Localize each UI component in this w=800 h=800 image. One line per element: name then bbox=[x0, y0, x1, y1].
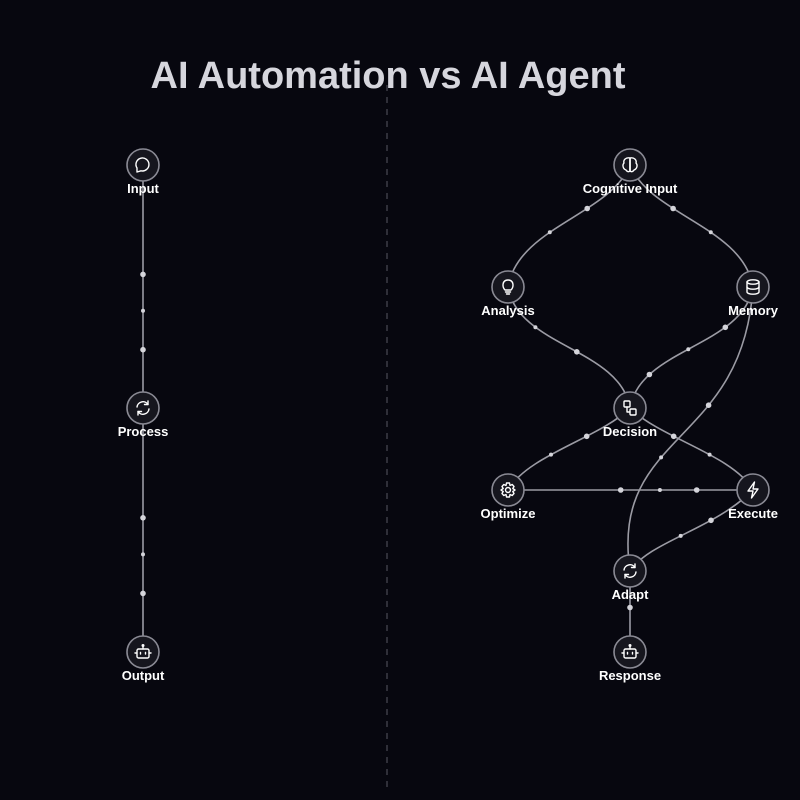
flow-dot bbox=[693, 487, 700, 493]
flow-dot bbox=[670, 433, 677, 440]
robot-icon bbox=[134, 643, 152, 659]
chat-bubble-icon bbox=[135, 157, 150, 173]
node-label: Analysis bbox=[481, 303, 534, 318]
flow-dot bbox=[141, 552, 145, 557]
node-input: Input bbox=[126, 148, 160, 196]
node-label: Response bbox=[599, 668, 661, 683]
flow-dot bbox=[141, 308, 145, 313]
edge-cognitive-input-to-analysis bbox=[507, 164, 631, 288]
flow-dot bbox=[584, 205, 590, 212]
node-circle bbox=[613, 391, 647, 425]
flow-dot bbox=[657, 488, 662, 492]
node-label: Memory bbox=[728, 303, 779, 318]
flow-dot bbox=[140, 590, 146, 597]
flow-dot bbox=[583, 433, 590, 440]
node-label: Adapt bbox=[612, 587, 650, 602]
flow-dot bbox=[140, 346, 146, 353]
edge-cognitive-input-to-memory bbox=[629, 164, 754, 288]
lightbulb-icon bbox=[502, 279, 514, 295]
edge-memory-to-adapt bbox=[627, 286, 754, 572]
node-adapt: Adapt bbox=[612, 554, 650, 602]
node-label: Process bbox=[118, 424, 169, 439]
flow-dot bbox=[722, 324, 729, 331]
node-circle bbox=[613, 635, 647, 669]
brain-icon bbox=[622, 157, 638, 173]
flow-dot bbox=[140, 515, 146, 521]
node-label: Input bbox=[127, 181, 159, 196]
node-response: Response bbox=[599, 635, 661, 683]
node-memory: Memory bbox=[728, 270, 779, 318]
node-label: Execute bbox=[728, 506, 778, 521]
node-decision: Decision bbox=[603, 391, 657, 439]
node-circle bbox=[126, 391, 160, 425]
flow-dot bbox=[646, 371, 653, 378]
flow-dot bbox=[707, 452, 712, 457]
edge-memory-to-decision bbox=[629, 286, 754, 409]
edge-decision-to-optimize bbox=[507, 407, 631, 491]
node-label: Optimize bbox=[481, 506, 536, 521]
node-circle bbox=[736, 270, 770, 304]
node-circle bbox=[491, 473, 525, 507]
decision-blocks-icon bbox=[623, 400, 637, 416]
node-process: Process bbox=[118, 391, 169, 439]
flow-dots-layer bbox=[140, 205, 729, 611]
node-label: Cognitive Input bbox=[583, 181, 678, 196]
node-circle bbox=[613, 554, 647, 588]
robot-icon bbox=[621, 643, 639, 659]
node-analysis: Analysis bbox=[481, 270, 535, 318]
flow-dot bbox=[686, 347, 691, 352]
node-cognitive-input: Cognitive Input bbox=[583, 148, 678, 196]
edge-analysis-to-decision bbox=[507, 286, 631, 409]
node-label: Output bbox=[122, 668, 165, 683]
gear-icon bbox=[500, 482, 516, 498]
flow-dot bbox=[617, 487, 624, 493]
node-execute: Execute bbox=[728, 473, 778, 521]
flow-dot bbox=[659, 455, 664, 460]
flow-dot bbox=[140, 271, 146, 278]
flow-dot bbox=[705, 402, 712, 409]
flow-dot bbox=[708, 517, 714, 524]
node-optimize: Optimize bbox=[481, 473, 536, 521]
database-icon bbox=[746, 279, 760, 295]
flow-dot bbox=[670, 205, 676, 212]
lightning-icon bbox=[747, 481, 759, 499]
node-circle bbox=[126, 635, 160, 669]
node-circle bbox=[491, 270, 525, 304]
edge-execute-to-adapt bbox=[629, 489, 754, 572]
flow-dot bbox=[549, 452, 553, 457]
flow-dot bbox=[547, 230, 552, 235]
flow-dot bbox=[533, 325, 538, 330]
edge-decision-to-execute bbox=[629, 407, 754, 491]
node-label: Decision bbox=[603, 424, 657, 439]
flow-dot bbox=[627, 604, 633, 611]
node-circle bbox=[736, 473, 770, 507]
page-title: AI Automation vs AI Agent bbox=[151, 55, 626, 97]
node-output: Output bbox=[122, 635, 165, 683]
flow-dot bbox=[574, 349, 580, 355]
edges-layer bbox=[142, 164, 754, 652]
refresh-icon bbox=[136, 400, 150, 416]
refresh-icon bbox=[623, 563, 637, 579]
flow-dot bbox=[708, 230, 713, 235]
node-circle bbox=[126, 148, 160, 182]
flow-dot bbox=[678, 533, 683, 538]
